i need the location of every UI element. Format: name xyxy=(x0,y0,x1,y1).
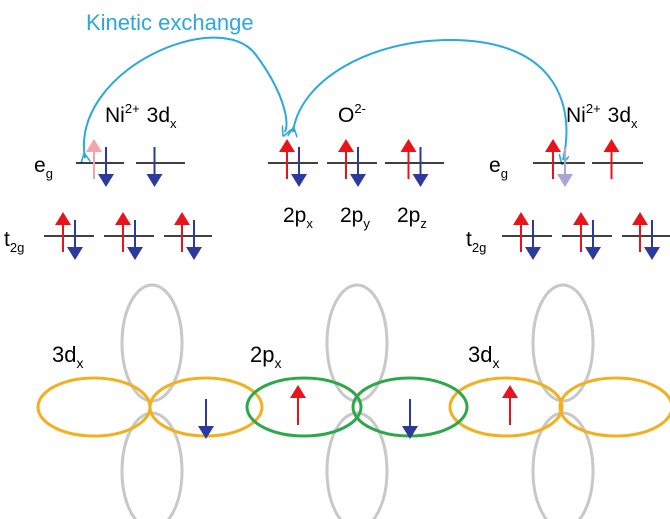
exchange-arrow-left xyxy=(84,36,286,158)
lobe-spin-down-2 xyxy=(402,399,418,439)
label-2pz: 2pz xyxy=(397,204,427,231)
d-orbital-lobe-3 xyxy=(448,376,564,438)
spin-down-arrow xyxy=(350,147,366,187)
diagram-title: Kinetic exchange xyxy=(86,10,254,35)
spin-up-arrow xyxy=(400,139,417,179)
side-orbital-upper-3 xyxy=(531,283,595,403)
spin-down-arrow xyxy=(146,147,163,187)
lower-left-label: 3dx xyxy=(52,342,83,371)
left-t2g-level-3 xyxy=(164,212,212,260)
oxygen-2py-level xyxy=(327,139,377,187)
label-2px: 2px xyxy=(283,204,313,231)
spin-down-arrow xyxy=(291,147,307,187)
p-orbital-lobe-1 xyxy=(245,376,363,438)
side-orbital-upper-2 xyxy=(325,283,389,403)
right-t2g-level-2 xyxy=(562,212,612,260)
spin-down-arrow xyxy=(186,220,202,260)
right-t2g-level-3 xyxy=(622,212,670,260)
lobe-spin-up-2 xyxy=(502,385,518,425)
left-ion-label: Ni2+3dx xyxy=(105,101,177,131)
spin-up-arrow xyxy=(115,212,131,252)
spin-down-arrow xyxy=(98,147,114,187)
left-t2g-level-1 xyxy=(44,212,94,260)
right-t2g-label: t2g xyxy=(466,228,486,255)
lower-center-label: 2px xyxy=(250,342,281,371)
right-ion-label: Ni2+3dx xyxy=(566,101,638,131)
lower-right-label: 3dx xyxy=(468,342,499,371)
spin-down-arrow xyxy=(127,220,143,260)
spin-down-arrow xyxy=(644,220,660,260)
spin-down-arrow xyxy=(525,220,541,260)
d-orbital-lobe-1 xyxy=(36,376,152,438)
right-eg-level-2 xyxy=(592,139,643,179)
spin-up-arrow xyxy=(545,139,561,179)
left-eg-label: eg xyxy=(34,154,53,181)
oxygen-label: O2- xyxy=(338,101,366,127)
label-2py: 2py xyxy=(340,204,370,231)
left-eg-level-1 xyxy=(76,139,124,187)
right-eg-label: eg xyxy=(489,154,508,181)
spin-up-arrow xyxy=(513,212,529,252)
spin-up-arrow xyxy=(86,139,102,179)
lobe-spin-down-1 xyxy=(198,399,214,439)
oxygen-2pz-level xyxy=(385,139,444,187)
left-t2g-level-2 xyxy=(104,212,154,260)
side-orbital-lower-2 xyxy=(325,411,389,519)
spin-up-arrow xyxy=(279,139,295,179)
lobe-spin-up-1 xyxy=(290,385,306,425)
spin-up-arrow xyxy=(338,139,354,179)
right-eg-level-1 xyxy=(533,139,585,187)
spin-up-arrow xyxy=(174,212,190,252)
left-t2g-label: t2g xyxy=(4,228,24,255)
spin-down-arrow xyxy=(67,220,83,260)
right-t2g-level-1 xyxy=(502,212,552,260)
left-eg-level-2 xyxy=(136,147,185,187)
spin-down-arrow xyxy=(585,220,601,260)
spin-down-arrow xyxy=(412,147,429,187)
energy-levels xyxy=(44,139,670,260)
spin-up-arrow xyxy=(573,212,589,252)
spin-up-arrow xyxy=(603,139,620,179)
spin-up-arrow xyxy=(55,212,71,252)
side-orbital-lower-3 xyxy=(531,411,595,519)
d-orbital-lobe-4 xyxy=(558,376,670,438)
oxygen-2px-level xyxy=(268,139,318,187)
spin-up-arrow xyxy=(632,212,648,252)
exchange-arrow-right xyxy=(293,38,566,160)
orbital-overlap xyxy=(36,283,670,519)
spin-down-arrow xyxy=(557,147,573,187)
